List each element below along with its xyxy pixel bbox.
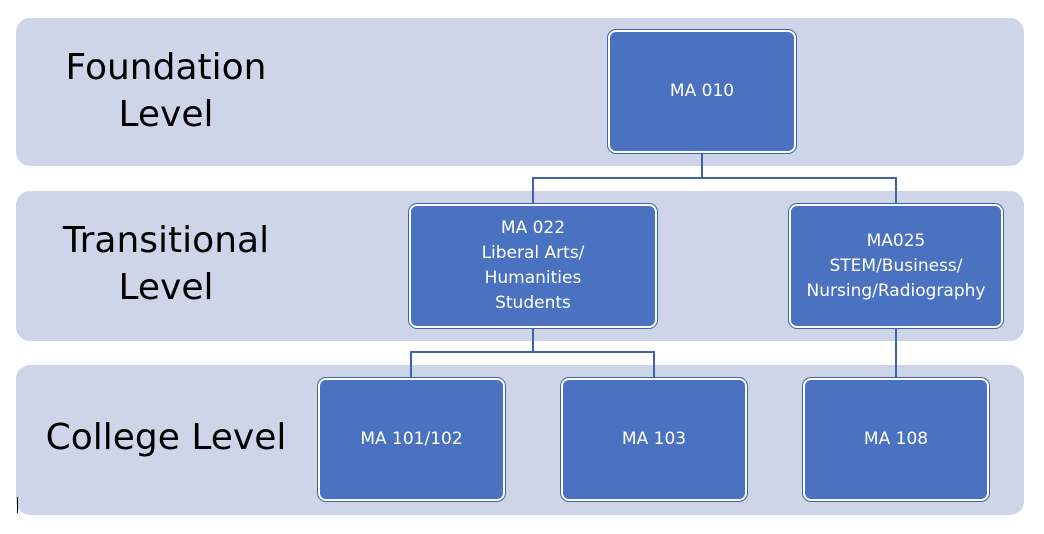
course-box-ma108: MA 108 [803,378,989,501]
course-box-ma010: MA 010 [608,30,796,153]
foundation-level-band [16,18,1024,166]
course-box-ma103: MA 103 [561,378,747,501]
foundation-level-label: Foundation Level [65,47,267,135]
course-box-ma101-102: MA 101/102 [318,378,505,501]
text-cursor-mark [17,497,18,513]
transitional-level-label: Transitional Level [62,220,270,308]
college-level-label: College Level [45,417,287,458]
course-box-ma022: MA 022 Liberal Arts/ Humanities Students [409,204,657,328]
course-box-ma025: MA025 STEM/Business/ Nursing/Radiography [789,204,1003,328]
